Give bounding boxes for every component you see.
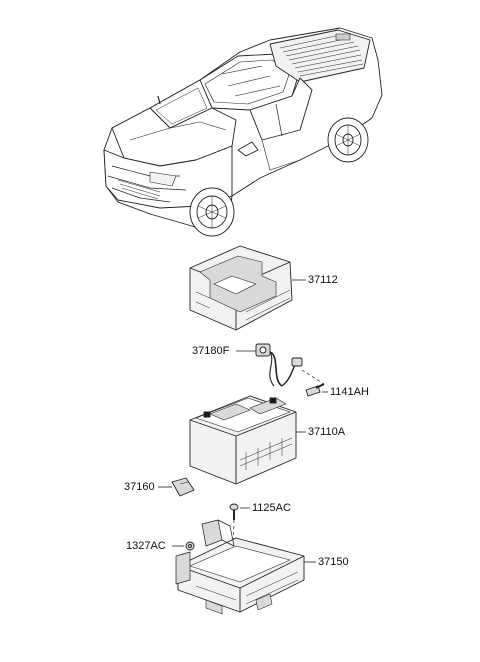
nut-tray-illustration	[172, 541, 195, 551]
part-label-1141ah: 1141AH	[330, 386, 369, 398]
battery-clamp-illustration	[158, 477, 195, 497]
vehicle-illustration	[103, 27, 383, 237]
battery-cover-illustration	[189, 245, 306, 331]
part-label-37110a: 37110A	[308, 426, 346, 438]
part-label-1327ac: 1327AC	[126, 540, 166, 552]
part-label-37112: 37112	[308, 274, 338, 286]
part-label-37180f: 37180F	[192, 345, 230, 357]
battery-tray-illustration	[175, 519, 316, 615]
part-label-37160: 37160	[124, 481, 155, 493]
part-label-1125ac: 1125AC	[252, 502, 291, 514]
part-label-37150: 37150	[318, 556, 349, 568]
bolt-upper-illustration	[305, 383, 328, 397]
battery-sensor-illustration	[236, 343, 325, 387]
battery-illustration	[189, 395, 306, 485]
